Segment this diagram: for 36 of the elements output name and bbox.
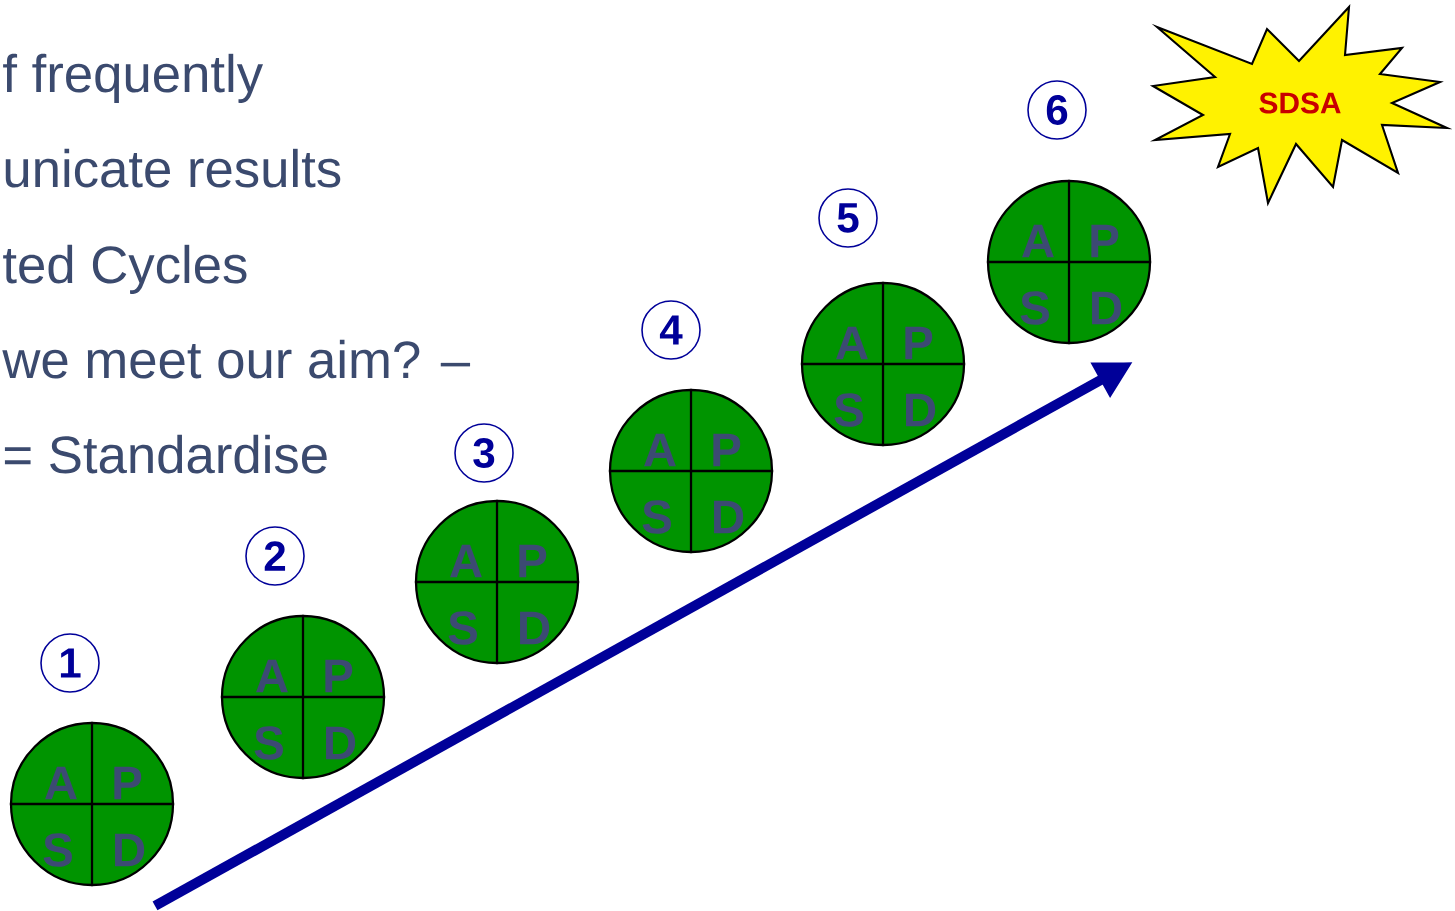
quadrant-letter: A bbox=[450, 544, 482, 578]
quadrant-letter: P bbox=[713, 433, 741, 467]
quadrant-letter: D bbox=[714, 500, 744, 534]
quadrant-letter: P bbox=[1091, 224, 1119, 258]
quadrant-letter: P bbox=[519, 544, 547, 578]
number-badge: 4 bbox=[641, 300, 701, 360]
quadrant-letter: A bbox=[45, 766, 77, 800]
quadrant-letter: A bbox=[1022, 224, 1054, 258]
starburst: SDSA bbox=[1149, 4, 1453, 207]
bullet-text: = Standardise bbox=[4, 434, 327, 474]
bullet-text: unicate results bbox=[5, 148, 341, 188]
number-badge: 3 bbox=[454, 423, 514, 483]
quadrant-letter: S bbox=[43, 833, 72, 867]
number-badge: 2 bbox=[245, 526, 305, 586]
quadrant-letter: P bbox=[325, 659, 353, 693]
quadrant-letter: S bbox=[254, 726, 283, 760]
quadrant-letter: S bbox=[834, 393, 863, 427]
bullet-text: f frequently bbox=[3, 53, 263, 103]
quadrant-letter: A bbox=[256, 659, 288, 693]
quadrant-letter: P bbox=[114, 766, 142, 800]
quadrant-letter: D bbox=[115, 833, 145, 867]
bullet-text: we meet our aim? – bbox=[2, 339, 471, 379]
quadrant-letter: D bbox=[520, 611, 550, 645]
quadrant-letter: S bbox=[1020, 291, 1049, 325]
quadrant-letter: P bbox=[905, 326, 933, 360]
bullet-text: ted Cycles bbox=[3, 244, 247, 294]
number-badge: 5 bbox=[818, 188, 878, 248]
quadrant-letter: D bbox=[906, 393, 936, 427]
number-badge: 6 bbox=[1027, 80, 1087, 140]
quadrant-letter: A bbox=[644, 433, 676, 467]
quadrant-letter: S bbox=[642, 500, 671, 534]
quadrant-letter: D bbox=[326, 726, 356, 760]
quadrant-letter: S bbox=[448, 611, 477, 645]
number-badge: 1 bbox=[40, 633, 100, 693]
quadrant-letter: D bbox=[1092, 291, 1122, 325]
quadrant-letter: A bbox=[836, 326, 868, 360]
